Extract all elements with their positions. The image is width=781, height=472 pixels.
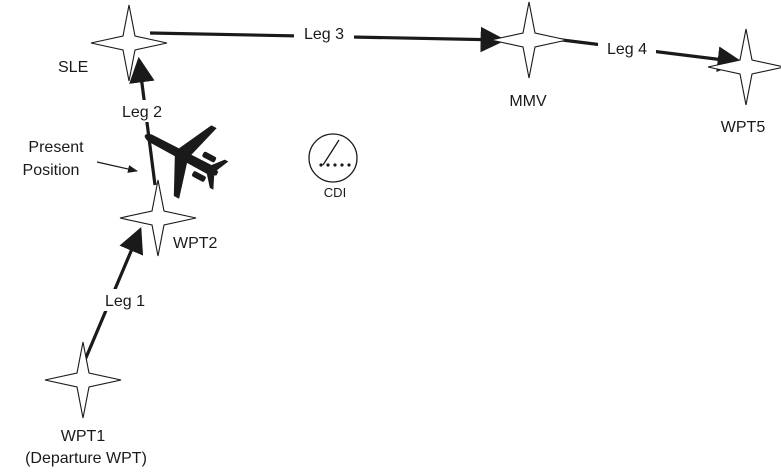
- wpt1-star-icon: [44, 341, 122, 419]
- mmv-label: MMV: [509, 93, 547, 110]
- sle-label: SLE: [58, 59, 88, 76]
- wpt5-label: WPT5: [721, 119, 766, 136]
- mmv-star-icon: [490, 1, 568, 79]
- present-position-label-line1: Present: [28, 139, 84, 156]
- leg-4-label: Leg 4: [598, 37, 656, 59]
- leg-2-label: Leg 2: [113, 100, 171, 122]
- leg-2-line: [129, 56, 157, 186]
- sle-star-icon: [90, 4, 168, 82]
- svg-text:Leg 1: Leg 1: [105, 293, 145, 310]
- cdi-label: CDI: [324, 185, 346, 200]
- wpt2-label: WPT2: [173, 235, 218, 252]
- present-position-label-line2: Position: [23, 162, 80, 179]
- aircraft-silhouette-icon: [144, 125, 229, 199]
- cdi-gauge-icon: [308, 133, 358, 183]
- present-position-pointer: [96, 161, 138, 173]
- svg-text:Leg 2: Leg 2: [122, 104, 162, 121]
- wpt1-label: WPT1: [61, 428, 106, 445]
- wpt1-note: (Departure WPT): [25, 450, 147, 467]
- svg-text:Leg 4: Leg 4: [607, 41, 647, 58]
- svg-text:Leg 3: Leg 3: [304, 26, 344, 43]
- wpt5-star-icon: [707, 28, 781, 106]
- leg-1-label: Leg 1: [96, 289, 154, 311]
- leg-3-label: Leg 3: [294, 22, 354, 44]
